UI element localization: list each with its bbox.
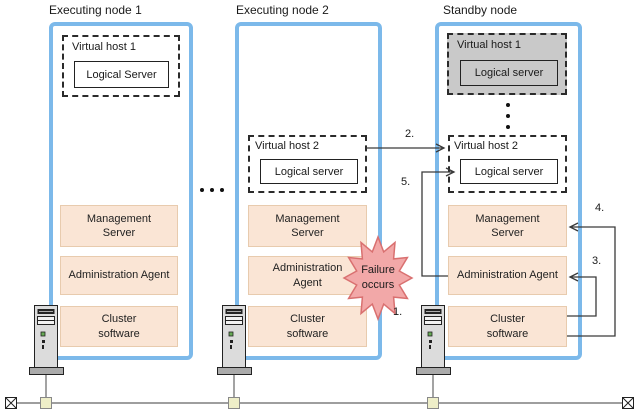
- node1-virtual-host-label: Virtual host 1: [72, 41, 137, 53]
- node1-management-server-box: Management Server: [60, 205, 178, 247]
- standby-virtual-host-1-box: Virtual host 1 Logical server: [447, 33, 567, 95]
- node2-virtual-host-box: Virtual host 2 Logical server: [248, 135, 367, 193]
- step-3-label: 3.: [592, 255, 602, 267]
- node2-cluster-software-box: Cluster software: [248, 306, 367, 347]
- node2-management-server-box: Management Server: [248, 205, 367, 247]
- node2-administration-agent-box: Administration Agent: [248, 256, 367, 295]
- failure-occurs-label: Failure occurs: [361, 264, 395, 291]
- node1-virtual-host-box: Virtual host 1 Logical Server: [62, 35, 180, 97]
- step-5-label: 5.: [401, 176, 411, 188]
- network-terminator-right-icon: [622, 397, 634, 409]
- standby-virtual-host-2-label: Virtual host 2: [454, 140, 519, 152]
- network-terminator-left-icon: [5, 397, 17, 409]
- step-4-label: 4.: [595, 202, 605, 214]
- node2-virtual-host-label: Virtual host 2: [255, 140, 320, 152]
- standby-logical-server-1-box: Logical server: [460, 60, 558, 86]
- standby-management-server-box: Management Server: [448, 205, 567, 247]
- more-nodes-ellipsis-icon: [200, 188, 224, 192]
- standby-virtual-host-2-box: Virtual host 2 Logical server: [448, 135, 567, 193]
- executing-node-2-title: Executing node 2: [236, 3, 329, 17]
- network-drop-lines: [45, 374, 434, 397]
- node1-cluster-software-box: Cluster software: [60, 306, 178, 347]
- more-hosts-ellipsis-icon: [506, 103, 510, 129]
- lan-connector-icon: [427, 397, 439, 409]
- standby-virtual-host-1-label: Virtual host 1: [457, 39, 522, 51]
- standby-cluster-software-box: Cluster software: [448, 306, 567, 347]
- executing-node-1-title: Executing node 1: [49, 3, 142, 17]
- lan-connector-icon: [228, 397, 240, 409]
- node1-logical-server-box: Logical Server: [74, 61, 169, 88]
- lan-connector-icon: [40, 397, 52, 409]
- standby-logical-server-2-box: Logical server: [460, 159, 558, 184]
- standby-node-title: Standby node: [443, 3, 518, 17]
- step-2-label: 2.: [405, 128, 415, 140]
- standby-administration-agent-box: Administration Agent: [448, 256, 567, 295]
- node1-administration-agent-box: Administration Agent: [60, 256, 178, 295]
- step-1-label: 1.: [393, 306, 403, 318]
- node2-logical-server-box: Logical server: [260, 159, 358, 184]
